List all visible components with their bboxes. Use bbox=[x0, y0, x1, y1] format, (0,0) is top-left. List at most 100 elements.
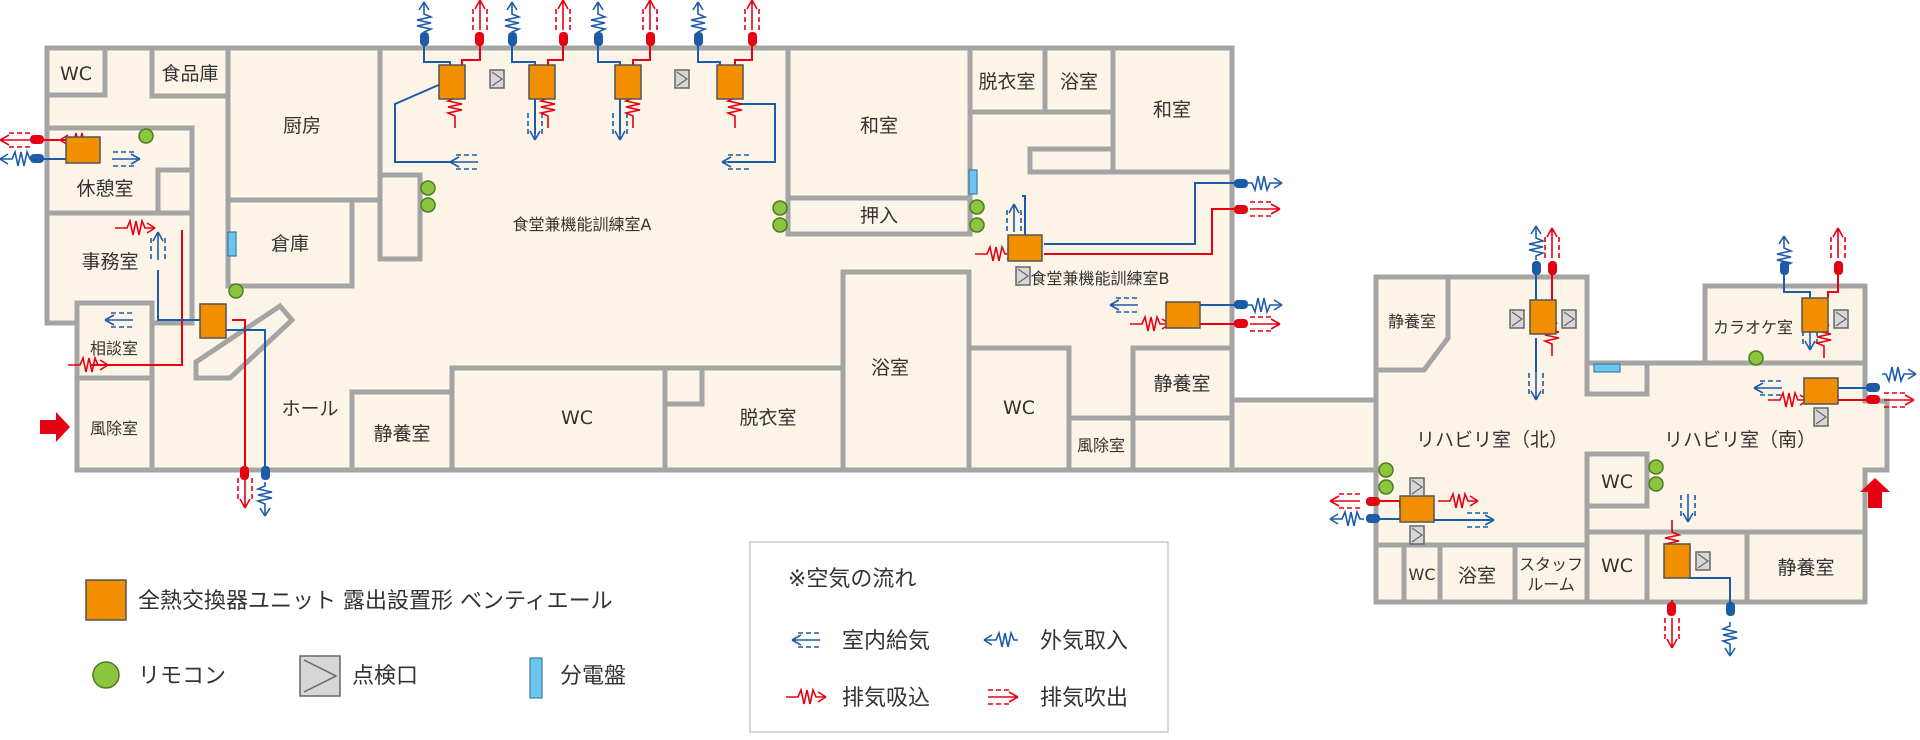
label-rest-4: 静養室 bbox=[1777, 557, 1834, 579]
remote-lounge bbox=[138, 128, 154, 144]
airflow-intake-label: 外気取入 bbox=[1040, 629, 1128, 654]
label-wc-1: WC bbox=[561, 407, 593, 429]
unit-a4 bbox=[716, 64, 744, 100]
room-wc-nw bbox=[44, 45, 108, 98]
remote-a4 bbox=[772, 217, 788, 233]
remote-a1 bbox=[420, 180, 436, 196]
label-rehab-south: リハビリ室（南） bbox=[1664, 429, 1816, 451]
remote-a3 bbox=[772, 200, 788, 216]
label-consult: 相談室 bbox=[90, 339, 138, 358]
airflow-exhaust-out-label: 排気吹出 bbox=[1040, 686, 1128, 711]
label-pantry: 食品庫 bbox=[161, 63, 218, 85]
unit-dining-b2 bbox=[1165, 301, 1201, 329]
inspection-b bbox=[1015, 266, 1031, 286]
label-staff-room-2: ルーム bbox=[1527, 575, 1575, 594]
pipe-caps bbox=[30, 32, 1880, 616]
remote-rehab-s1 bbox=[1648, 459, 1664, 475]
label-japanese-2: 和室 bbox=[1153, 99, 1191, 121]
unit-dining-b1 bbox=[1007, 234, 1043, 262]
label-bath-2: 浴室 bbox=[1060, 71, 1098, 93]
legend-inspection-swatch bbox=[299, 655, 341, 697]
room-rest-2 bbox=[1130, 345, 1235, 421]
label-dining-b: 食堂兼機能訓練室B bbox=[1031, 269, 1170, 288]
room-rest-1 bbox=[349, 389, 455, 473]
label-closet: 押入 bbox=[860, 205, 898, 227]
inspection-a1 bbox=[489, 69, 505, 89]
unit-a2 bbox=[528, 64, 556, 100]
inspection-rn2 bbox=[1561, 309, 1577, 329]
room-storage bbox=[225, 197, 355, 289]
label-rest-3: 静養室 bbox=[1388, 312, 1436, 331]
legend-unit-swatch bbox=[85, 579, 127, 621]
label-wc-2: WC bbox=[1003, 397, 1035, 419]
label-windbreak-e: 風除室 bbox=[1077, 436, 1125, 455]
room-lounge-closet bbox=[155, 167, 195, 216]
room-bath-3 bbox=[1437, 542, 1518, 605]
unit-south-lower bbox=[1663, 543, 1691, 579]
room-rest-3 bbox=[1373, 274, 1451, 373]
airflow-title: ※空気の流れ bbox=[788, 567, 916, 592]
unit-a1 bbox=[438, 64, 466, 100]
label-dressing-2: 脱衣室 bbox=[978, 71, 1035, 93]
room-small-sw bbox=[1373, 542, 1407, 605]
room-staff bbox=[1512, 542, 1590, 605]
room-rest-4 bbox=[1744, 529, 1868, 605]
remote-rehab-n2 bbox=[1378, 479, 1394, 495]
label-bath-3: 浴室 bbox=[1458, 565, 1496, 587]
inspection-a2 bbox=[674, 69, 690, 89]
label-hall: ホール bbox=[281, 398, 338, 420]
inspection-rs bbox=[1813, 407, 1829, 427]
inspection-rn1 bbox=[1509, 309, 1525, 329]
link-corridor bbox=[1229, 397, 1379, 473]
room-kitchen bbox=[225, 45, 383, 203]
unit-rehab-south bbox=[1803, 377, 1839, 405]
entrance-arrow-east bbox=[1860, 478, 1890, 508]
airflow-legend: ※空気の流れ 室内給気 外気取入 排気吸込 排気吹出 bbox=[749, 541, 1169, 733]
unit-office bbox=[199, 303, 227, 339]
unit-lounge bbox=[65, 136, 101, 164]
room-wc-3 bbox=[1584, 451, 1650, 509]
airflow-supply-label: 室内給気 bbox=[842, 629, 930, 654]
legend-unit-label: 全熱交換器ユニット 露出設置形 ベンティエール bbox=[138, 589, 613, 614]
label-rest-2: 静養室 bbox=[1153, 373, 1210, 395]
pillar-box bbox=[377, 172, 423, 262]
remote-b2 bbox=[969, 217, 985, 233]
label-bath-1: 浴室 bbox=[871, 357, 909, 379]
room-closet bbox=[785, 195, 973, 237]
room-labels: WC 食品庫 厨房 休憩室 事務室 倉庫 相談室 風除室 ホール 静養室 WC … bbox=[60, 63, 1835, 594]
label-karaoke: カラオケ室 bbox=[1713, 318, 1793, 337]
remote-a2 bbox=[420, 197, 436, 213]
entrance-arrow-west bbox=[40, 412, 70, 442]
panel-closet bbox=[968, 169, 978, 195]
label-wc-nw: WC bbox=[60, 63, 92, 85]
room-wc-5 bbox=[1401, 542, 1443, 605]
inspection-karaoke bbox=[1833, 309, 1849, 329]
label-wc-4: WC bbox=[1601, 555, 1633, 577]
unit-rehab-north bbox=[1529, 299, 1557, 335]
airflow-exhaust-in-label: 排気吸込 bbox=[842, 686, 930, 711]
legend-remote-swatch bbox=[92, 661, 120, 689]
unit-a3 bbox=[614, 64, 642, 100]
inspection-sl bbox=[1695, 551, 1711, 571]
equipment bbox=[65, 64, 1849, 579]
panel-rehab bbox=[1593, 363, 1621, 373]
room-bath-2 bbox=[1042, 45, 1116, 115]
legend-panel-label: 分電盤 bbox=[560, 664, 626, 689]
label-lounge: 休憩室 bbox=[76, 178, 133, 200]
unit-rehab-north-lower bbox=[1399, 495, 1435, 523]
room-wc-2 bbox=[966, 345, 1072, 473]
label-staff-room-1: スタッフ bbox=[1519, 555, 1583, 574]
room-windbreak-w bbox=[74, 375, 155, 473]
inspection-rl1 bbox=[1409, 477, 1425, 497]
legend-inspection-label: 点検口 bbox=[352, 664, 418, 689]
label-wc-5: WC bbox=[1409, 565, 1436, 584]
label-storage: 倉庫 bbox=[271, 233, 309, 255]
remote-rehab-s2 bbox=[1648, 476, 1664, 492]
unit-karaoke bbox=[1801, 297, 1829, 333]
legend-remote-label: リモコン bbox=[138, 664, 226, 689]
label-office: 事務室 bbox=[81, 251, 138, 273]
label-wc-3: WC bbox=[1601, 471, 1633, 493]
label-dining-a: 食堂兼機能訓練室A bbox=[513, 215, 652, 234]
remote-office bbox=[228, 283, 244, 299]
